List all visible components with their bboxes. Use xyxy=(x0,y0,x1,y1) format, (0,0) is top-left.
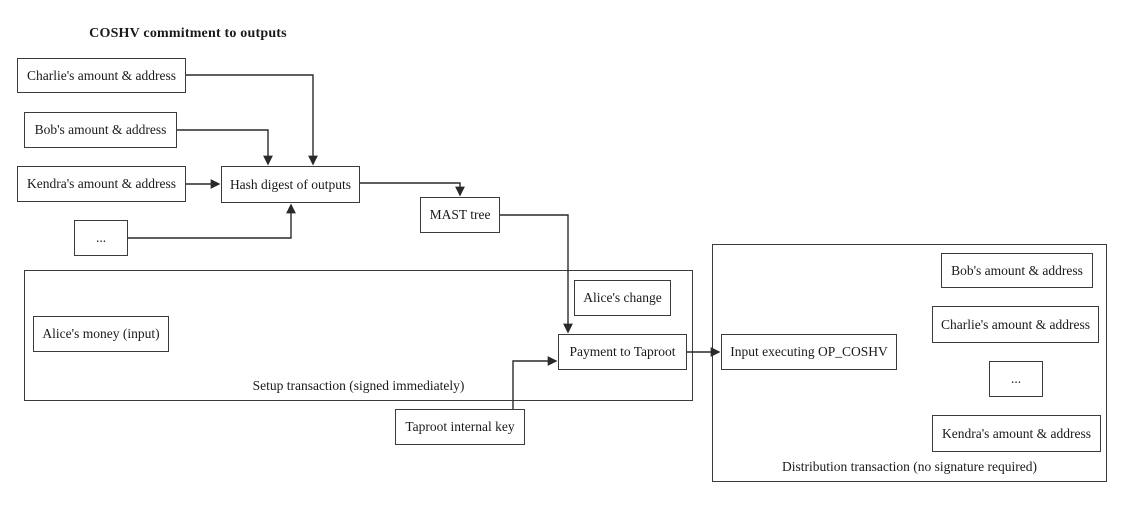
node-hash-digest-of-outputs: Hash digest of outputs xyxy=(221,166,360,203)
node-alices-money-input: Alice's money (input) xyxy=(33,316,169,352)
node-charlie-amount-address-top: Charlie's amount & address xyxy=(17,58,186,93)
distribution-transaction-label: Distribution transaction (no signature r… xyxy=(782,459,1037,474)
node-taproot-internal-key: Taproot internal key xyxy=(395,409,525,445)
node-alices-change: Alice's change xyxy=(574,280,671,316)
diagram-title: COSHV commitment to outputs xyxy=(89,26,287,41)
node-kendra-amount-address-dist: Kendra's amount & address xyxy=(932,415,1101,452)
node-bob-amount-address-dist: Bob's amount & address xyxy=(941,253,1093,288)
arrow-bob-to-hash-digest xyxy=(177,129,273,166)
setup-transaction-label: Setup transaction (signed immediately) xyxy=(252,378,465,393)
node-kendra-amount-address-top: Kendra's amount & address xyxy=(17,166,186,202)
node-mast-tree: MAST tree xyxy=(420,197,500,233)
node-ellipsis-dist: ... xyxy=(989,361,1043,397)
node-charlie-amount-address-dist: Charlie's amount & address xyxy=(932,306,1099,343)
arrow-hash-digest-to-mast-tree xyxy=(360,182,465,197)
arrow-charlie-to-hash-digest xyxy=(186,74,318,166)
setup-transaction-container: Setup transaction (signed immediately) xyxy=(24,270,693,401)
node-bob-amount-address-top: Bob's amount & address xyxy=(24,112,177,148)
node-input-executing-op-coshv: Input executing OP_COSHV xyxy=(721,334,897,370)
node-ellipsis-top: ... xyxy=(74,220,128,256)
distribution-transaction-container: Distribution transaction (no signature r… xyxy=(712,244,1107,482)
arrow-ellipsis-to-hash-digest xyxy=(128,203,296,239)
node-payment-to-taproot: Payment to Taproot xyxy=(558,334,687,370)
